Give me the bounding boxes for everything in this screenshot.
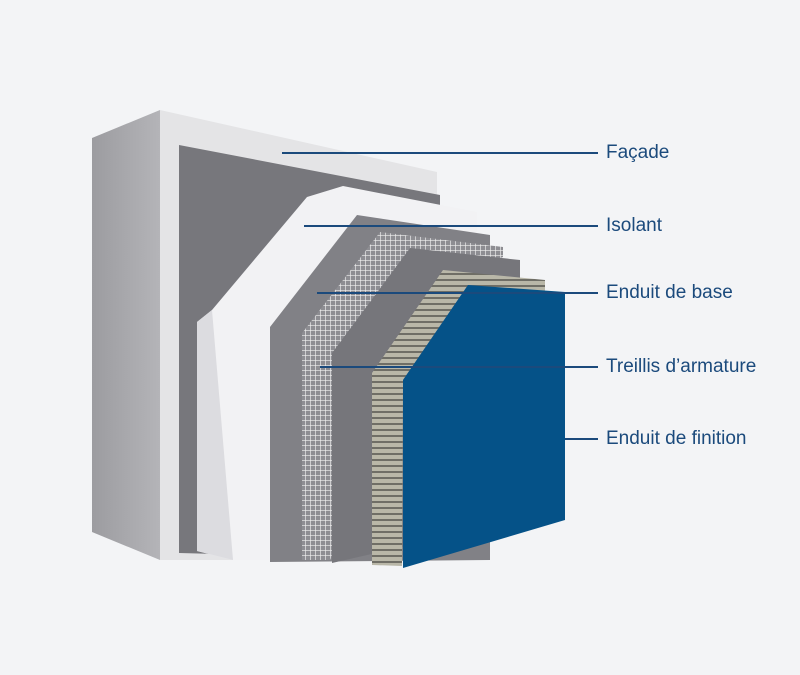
primer-layer [372,270,545,566]
label-treillis: Treillis d’armature [606,356,757,377]
label-enduit-finition: Enduit de finition [606,428,747,449]
label-facade: Façade [606,142,670,163]
leader-lines [282,152,598,440]
label-isolant: Isolant [606,215,662,236]
insulation-edge [197,310,233,560]
label-enduit-base: Enduit de base [606,282,733,303]
finish-layer [403,285,565,568]
wall-side-face [92,110,160,560]
